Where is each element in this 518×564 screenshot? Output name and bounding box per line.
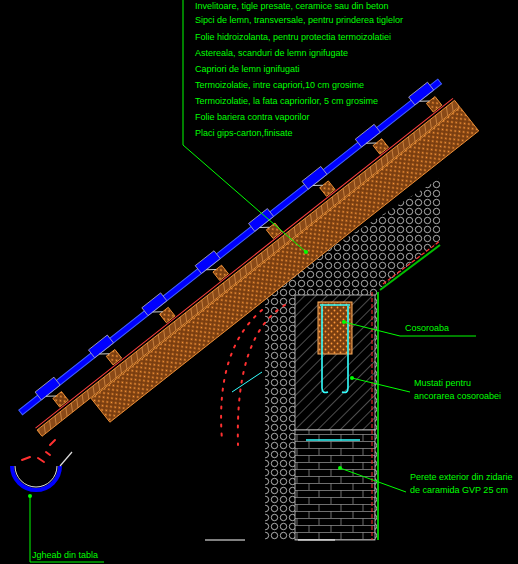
drawing-part: [88, 335, 113, 358]
gypsum-board: [380, 245, 440, 290]
callout-label: Mustati pentru ancorarea cosoroabei: [414, 377, 510, 403]
gutter: [15, 466, 57, 487]
callout-label: Invelitoare, tigle presate, ceramice sau…: [195, 0, 513, 13]
waterproof-foil: [36, 98, 454, 428]
vent-mark: [232, 372, 262, 392]
drawing-part: [259, 223, 269, 233]
gutter-hook: [60, 452, 72, 466]
drawing-part: [350, 376, 354, 380]
brick-wall: [295, 430, 375, 540]
gypsum-board: [377, 292, 379, 540]
callout-label: Astereala, scanduri de lemn ignifugate: [195, 47, 513, 60]
drawing-part: [106, 349, 121, 364]
drawing-part: [355, 124, 380, 147]
drawing-part: [420, 96, 430, 106]
drawing-part: [99, 349, 109, 359]
water-drops: [22, 440, 55, 462]
vapour-barrier: [383, 241, 440, 284]
rebar: [306, 439, 360, 441]
drawing-part: [373, 139, 388, 154]
drawing-part: [206, 265, 216, 275]
drawing-part: [426, 97, 441, 112]
roof-boards: [37, 100, 459, 436]
drawing-part: [352, 378, 410, 392]
air-flow: [238, 305, 285, 445]
callout-label: Folie bariera contra vaporilor: [195, 111, 513, 124]
drawing-part: [338, 466, 342, 470]
drawing-part: [153, 307, 163, 317]
callout-label: Folie hidroizolanta, pentru protectia te…: [195, 31, 513, 44]
drawing-part: [266, 223, 281, 238]
drawing-part: [213, 265, 228, 280]
callout-label: Capriori de lemn ignifugati: [195, 63, 513, 76]
drawing-part: [35, 377, 60, 400]
callout-label: Termoizolatie, la fata capriorilor, 5 cm…: [195, 95, 513, 108]
anchor-bars: [320, 305, 350, 393]
drawing-part: [313, 181, 323, 191]
drawing-part: [342, 320, 346, 324]
callout-label: Perete exterior din zidarie de caramida …: [410, 471, 514, 497]
drawing-part: [46, 391, 56, 401]
drawing-part: [53, 97, 442, 407]
gutter: [12, 466, 60, 490]
drawing-part: [160, 307, 175, 322]
callout-label: Jgheab din tabla: [32, 549, 132, 562]
leader-dots: [28, 250, 354, 498]
drawing-part: [28, 494, 32, 498]
ground-line: [205, 540, 335, 541]
drawing-part: [340, 468, 406, 492]
air-flow: [221, 310, 262, 440]
drawing-part: [409, 82, 434, 105]
drawing-part: [302, 166, 327, 189]
beam-core: [318, 302, 352, 354]
drawing-part: [195, 251, 220, 274]
callout-label: Cosoroaba: [405, 322, 505, 335]
callout-label: Sipci de lemn, transversale, pentru prin…: [195, 14, 513, 27]
tie-beam: [295, 295, 375, 430]
drawing-part: [53, 392, 68, 407]
drawing-part: [142, 293, 167, 316]
drawing-part: [366, 138, 376, 148]
drawing-part: [304, 250, 308, 254]
rafter: [91, 107, 478, 422]
callout-label: Termoizolatie, intre capriori,10 cm gros…: [195, 79, 513, 92]
drawing-part: [320, 181, 335, 196]
callout-label: Placi gips-carton,finisate: [195, 127, 513, 140]
